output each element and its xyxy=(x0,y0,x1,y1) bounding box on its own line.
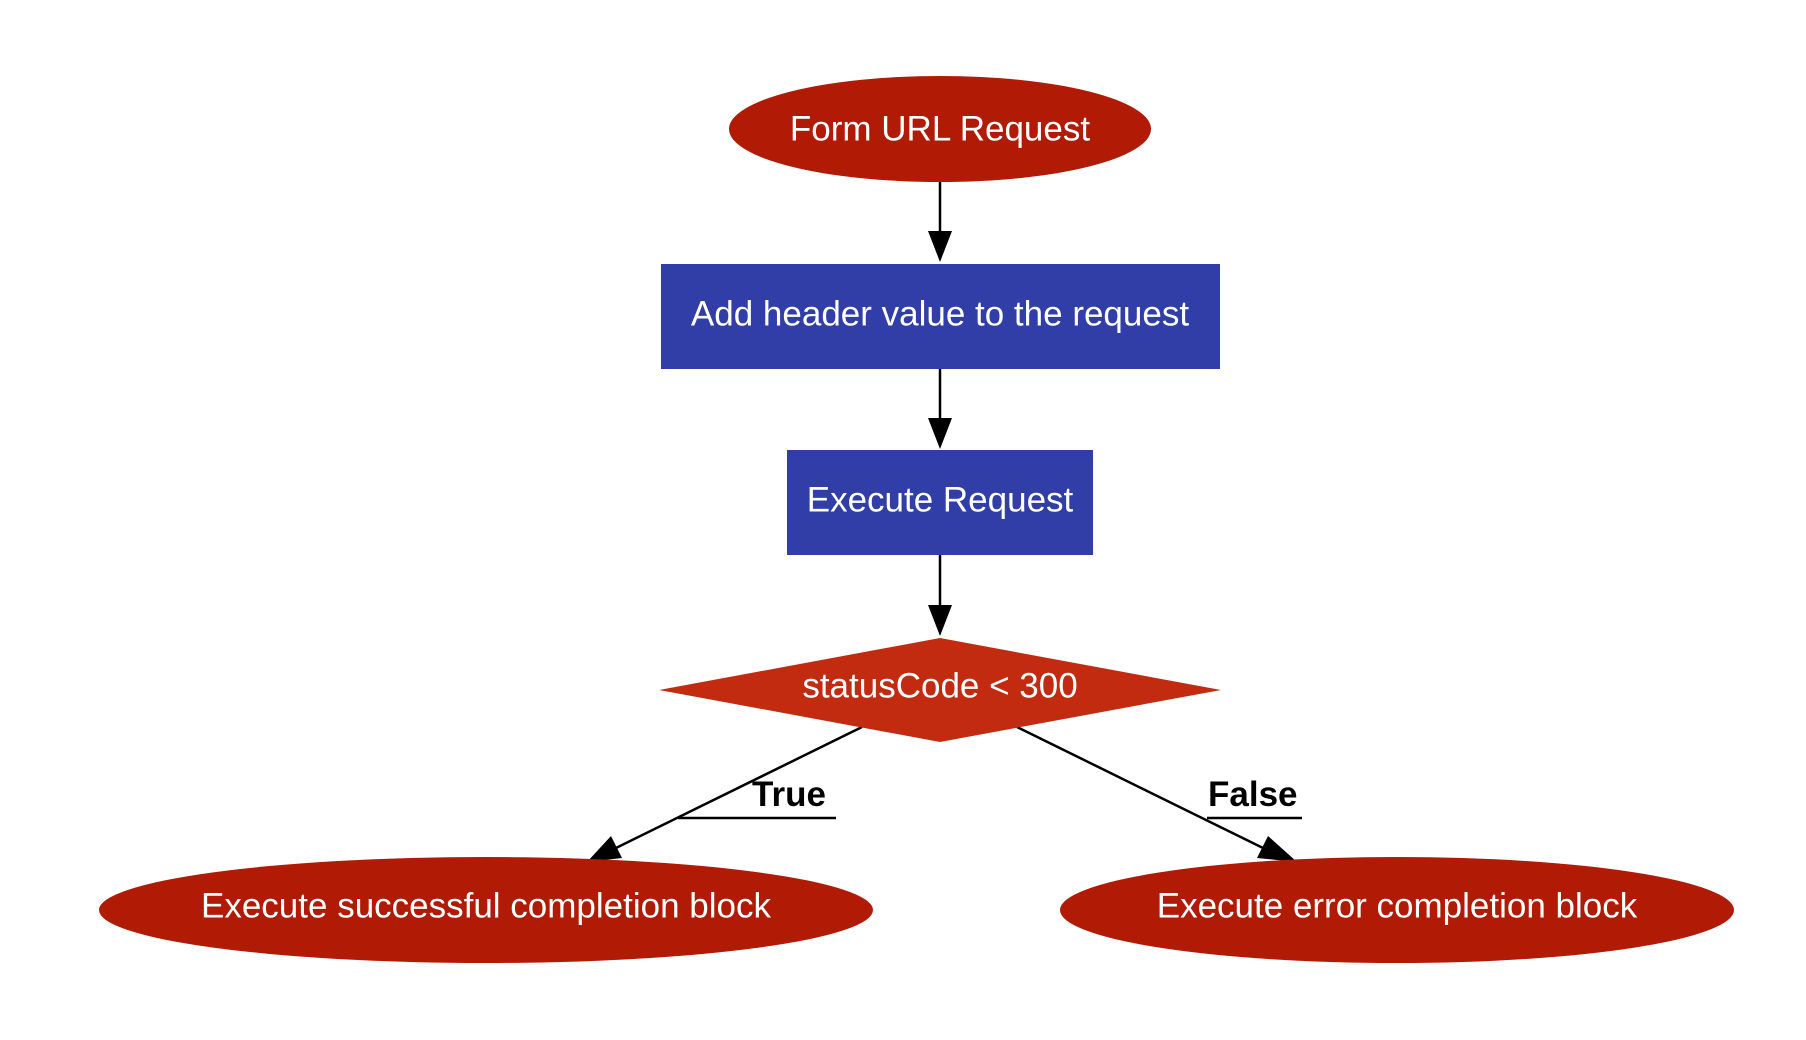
arrowhead-form-to-header xyxy=(928,231,952,262)
node-label: Form URL Request xyxy=(790,110,1090,149)
node-label: statusCode < 300 xyxy=(802,667,1077,706)
node-error-block[interactable]: Execute error completion block xyxy=(1060,857,1734,963)
true-label: True xyxy=(752,775,826,814)
node-label: Execute error completion block xyxy=(1157,887,1638,926)
edge-status-to-success xyxy=(615,725,863,850)
arrowhead-status-to-error xyxy=(1257,836,1297,862)
ellipse-shape xyxy=(99,857,873,963)
node-label: Execute Request xyxy=(807,481,1074,520)
edges xyxy=(587,182,1302,862)
arrowhead-header-to-execute xyxy=(928,418,952,449)
node-success-block[interactable]: Execute successful completion block xyxy=(99,857,873,963)
ellipse-shape xyxy=(729,76,1151,182)
node-status-check[interactable]: statusCode < 300 xyxy=(659,638,1221,742)
arrowhead-execute-to-status xyxy=(928,605,952,636)
node-add-header[interactable]: Add header value to the request xyxy=(661,264,1220,369)
ellipse-shape xyxy=(1060,857,1734,963)
node-execute-request[interactable]: Execute Request xyxy=(787,450,1093,555)
node-label: Add header value to the request xyxy=(691,295,1189,334)
false-label: False xyxy=(1208,775,1298,814)
edge-status-to-error xyxy=(1016,725,1264,850)
diamond-shape xyxy=(659,638,1221,742)
rectangle-shape xyxy=(787,450,1093,555)
rectangle-shape xyxy=(661,264,1220,369)
node-form-url-request[interactable]: Form URL Request xyxy=(729,76,1151,182)
node-label: Execute successful completion block xyxy=(201,887,771,926)
arrowhead-status-to-success xyxy=(587,836,622,862)
